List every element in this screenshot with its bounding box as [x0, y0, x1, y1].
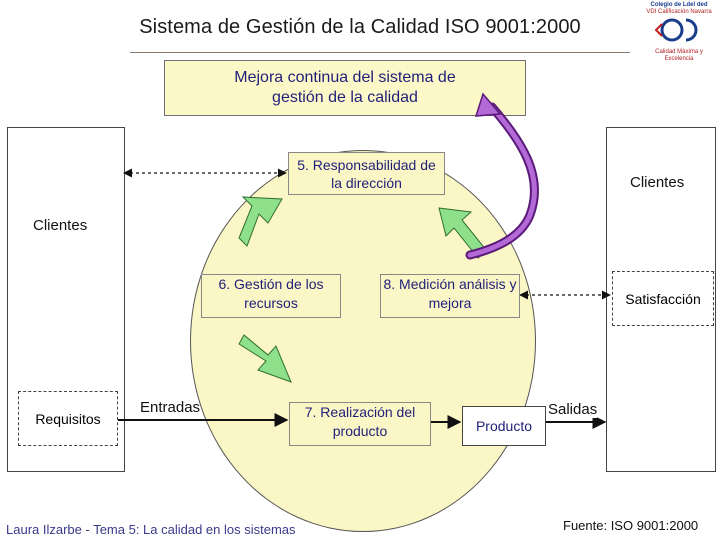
title-divider	[130, 52, 630, 53]
medicion-box: 8. Medición análisis y mejora	[380, 274, 520, 318]
logo-line-3: Calidad Máxima y Excelencia	[655, 49, 703, 62]
logo-mark-icon	[654, 18, 698, 42]
realizacion-box: 7. Realización del producto	[289, 402, 431, 446]
mejora-continua-box: Mejora continua del sistema de gestión d…	[164, 60, 526, 116]
entradas-label: Entradas	[140, 399, 201, 416]
satisfaccion-label: Satisfacción	[625, 290, 701, 307]
producto-box: Producto	[462, 406, 546, 446]
requisitos-box: Requisitos	[18, 391, 118, 446]
medicion-label: 8. Medición análisis y mejora	[383, 276, 517, 311]
purple-loop-arrow	[465, 92, 539, 260]
footer-left-text: Laura Ilzarbe - Tema 5: La calidad en lo…	[6, 522, 296, 537]
gestion-recursos-box: 6. Gestión de los recursos	[201, 274, 341, 318]
satisfaccion-box: Satisfacción	[612, 271, 714, 326]
salidas-label: Salidas	[548, 401, 598, 418]
responsabilidad-box: 5. Responsabilidad de la dirección	[288, 152, 445, 195]
footer-source-text: Fuente: ISO 9001:2000	[563, 518, 699, 533]
gestion-recursos-label: 6. Gestión de los recursos	[218, 276, 324, 311]
green-arrow-recursos-to-realizacion	[238, 334, 292, 383]
clientes-left-label: Clientes	[33, 217, 88, 234]
page-title: Sistema de Gestión de la Calidad ISO 900…	[139, 16, 581, 38]
responsabilidad-label: 5. Responsabilidad de la dirección	[297, 156, 436, 191]
clientes-right-label: Clientes	[630, 174, 685, 191]
logo-line-2: VDI Calificación Navarra	[646, 9, 712, 15]
green-arrow-resp-to-recursos	[238, 196, 283, 247]
logo-line-1: Colegio de Ldel ded	[650, 2, 708, 8]
logo: Colegio de Ldel ded VDI Calificación Nav…	[642, 2, 716, 62]
mejora-continua-label: Mejora continua del sistema de gestión d…	[234, 69, 456, 106]
realizacion-label: 7. Realización del producto	[304, 404, 416, 439]
requisitos-label: Requisitos	[35, 410, 101, 427]
producto-label: Producto	[475, 418, 533, 434]
